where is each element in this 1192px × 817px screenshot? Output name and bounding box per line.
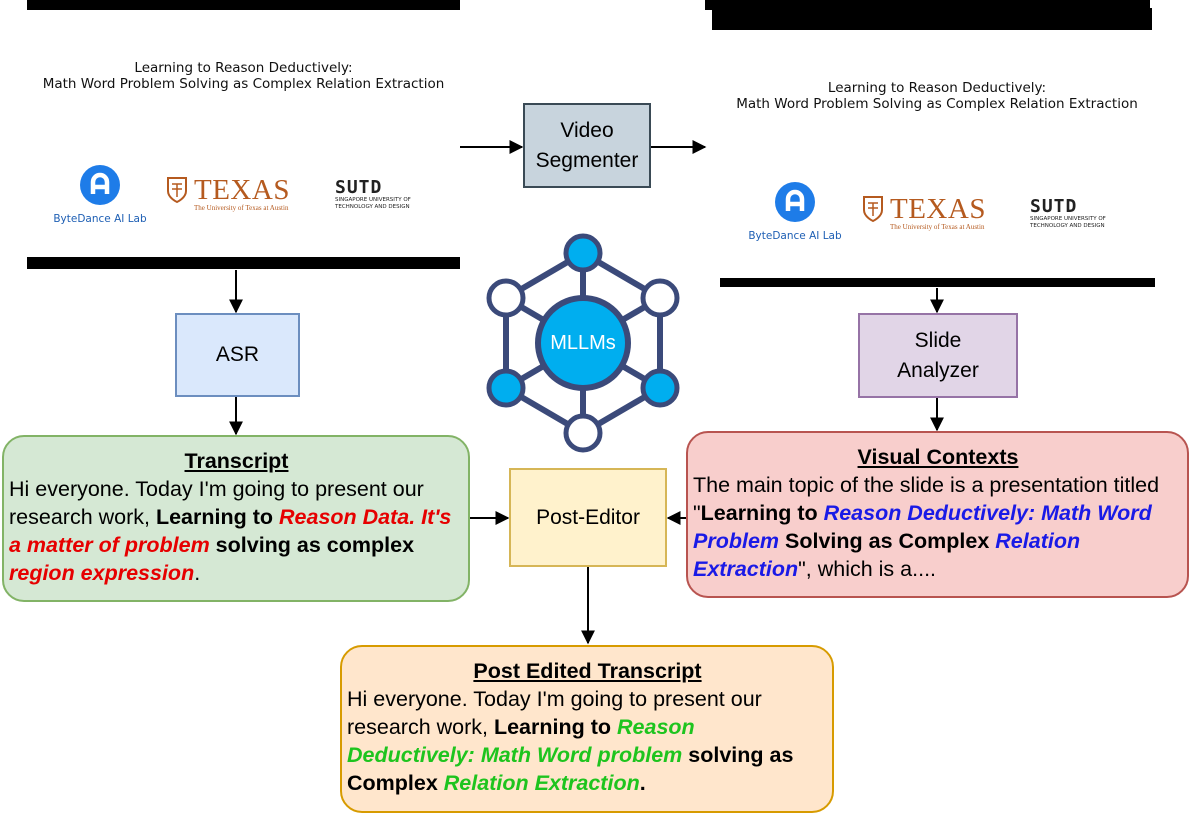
right-slide-bottom-bar xyxy=(720,278,1155,287)
visual-contexts-body: The main topic of the slide is a present… xyxy=(693,471,1183,583)
slide-analyzer-node: Slide Analyzer xyxy=(858,313,1018,398)
visual-highlight-1: Reason Deductively: Math Word Problem xyxy=(693,501,1152,553)
post-editor-node: Post-Editor xyxy=(509,468,667,567)
bytedance-icon xyxy=(80,165,120,205)
left-slide-title: Learning to Reason Deductively: Math Wor… xyxy=(27,60,460,92)
left-texas-logo: TEXAS The University of Texas at Austin xyxy=(166,176,290,212)
transcript-text-2: Learning to xyxy=(155,505,279,529)
right-bytedance-label: ByteDance AI Lab xyxy=(748,230,842,242)
asr-label: ASR xyxy=(215,343,260,366)
video-segmenter-line2: Segmenter xyxy=(535,148,639,172)
post-editor-label: Post-Editor xyxy=(536,505,640,529)
texas-shield-icon xyxy=(863,196,883,223)
left-slide-title-line1: Learning to Reason Deductively: xyxy=(134,60,353,76)
left-slide-top-bar xyxy=(27,0,460,10)
visual-contexts-panel: Visual Contexts The main topic of the sl… xyxy=(686,431,1189,598)
right-bytedance-logo: ByteDance AI Lab xyxy=(745,182,845,242)
texas-shield-icon xyxy=(167,177,187,204)
transcript-error-2: region expression xyxy=(9,561,195,585)
right-sutd-logo: SUTD SINGAPORE UNIVERSITY OF TECHNOLOGY … xyxy=(1030,198,1106,229)
post-edited-body: Hi everyone. Today I'm going to present … xyxy=(347,685,828,797)
visual-highlight-2: Relation Extraction xyxy=(693,529,1081,581)
right-texas-word: TEXAS xyxy=(890,193,986,225)
post-text-6: . xyxy=(639,771,646,795)
post-edited-panel: Post Edited Transcript Hi everyone. Toda… xyxy=(340,645,834,813)
transcript-text-4: solving as complex xyxy=(209,533,415,557)
transcript-text-6: . xyxy=(194,561,201,585)
left-sutd-word: SUTD xyxy=(335,177,383,198)
visual-text-4: Solving as Complex xyxy=(779,529,996,553)
slide-analyzer-line2: Analyzer xyxy=(897,358,979,382)
left-slide-title-line2: Math Word Problem Solving as Complex Rel… xyxy=(42,76,445,92)
left-texas-sub: The University of Texas at Austin xyxy=(194,204,289,212)
asr-node: ASR xyxy=(175,313,300,397)
video-segmenter-node: Video Segmenter xyxy=(523,103,651,188)
left-slide-bottom-bar xyxy=(27,257,460,269)
right-slide-title-line2: Math Word Problem Solving as Complex Rel… xyxy=(736,96,1138,112)
video-segmenter-line1: Video xyxy=(560,118,614,142)
transcript-panel: Transcript Hi everyone. Today I'm going … xyxy=(2,435,470,602)
transcript-text-1: Hi everyone. Today I'm going to present … xyxy=(9,477,424,529)
post-text-1: Hi everyone. Today I'm going to present … xyxy=(347,687,762,739)
transcript-body: Hi everyone. Today I'm going to present … xyxy=(9,475,464,587)
right-sutd-word: SUTD xyxy=(1030,196,1078,217)
post-edited-title: Post Edited Transcript xyxy=(473,659,702,683)
left-bytedance-logo: ByteDance AI Lab xyxy=(50,165,150,225)
left-sutd-sub: SINGAPORE UNIVERSITY OF TECHNOLOGY AND D… xyxy=(335,197,411,210)
right-slide-title-line1: Learning to Reason Deductively: xyxy=(827,80,1047,96)
right-slide-top-bar-notch xyxy=(705,0,1150,10)
mllm-network-icon xyxy=(486,233,680,453)
right-slide-top-bar xyxy=(712,8,1152,30)
transcript-error-1: Reason Data. It's a matter of problem xyxy=(9,505,452,557)
visual-text-2: Learning to xyxy=(700,501,824,525)
left-bytedance-label: ByteDance AI Lab xyxy=(53,213,147,225)
left-sutd-logo: SUTD SINGAPORE UNIVERSITY OF TECHNOLOGY … xyxy=(335,179,411,210)
right-texas-logo: TEXAS The University of Texas at Austin xyxy=(862,195,986,231)
post-correction-2: Relation Extraction xyxy=(443,771,640,795)
visual-text-6: ", which is a.... xyxy=(798,557,937,581)
post-correction-1: Reason Deductively: Math Word problem xyxy=(347,715,695,767)
mllms-label: MLLMs xyxy=(550,332,616,354)
visual-contexts-title: Visual Contexts xyxy=(857,445,1019,469)
post-text-4: solving as Complex xyxy=(347,743,794,795)
slide-analyzer-line1: Slide xyxy=(914,328,962,352)
transcript-title: Transcript xyxy=(184,449,289,473)
bytedance-icon xyxy=(775,182,815,222)
visual-text-1: The main topic of the slide is a present… xyxy=(693,473,1160,525)
right-slide-title: Learning to Reason Deductively: Math Wor… xyxy=(712,80,1162,112)
post-text-2: Learning to xyxy=(493,715,617,739)
left-texas-word: TEXAS xyxy=(194,174,290,206)
right-sutd-sub: SINGAPORE UNIVERSITY OF TECHNOLOGY AND D… xyxy=(1030,216,1106,229)
right-texas-sub: The University of Texas at Austin xyxy=(890,223,985,231)
